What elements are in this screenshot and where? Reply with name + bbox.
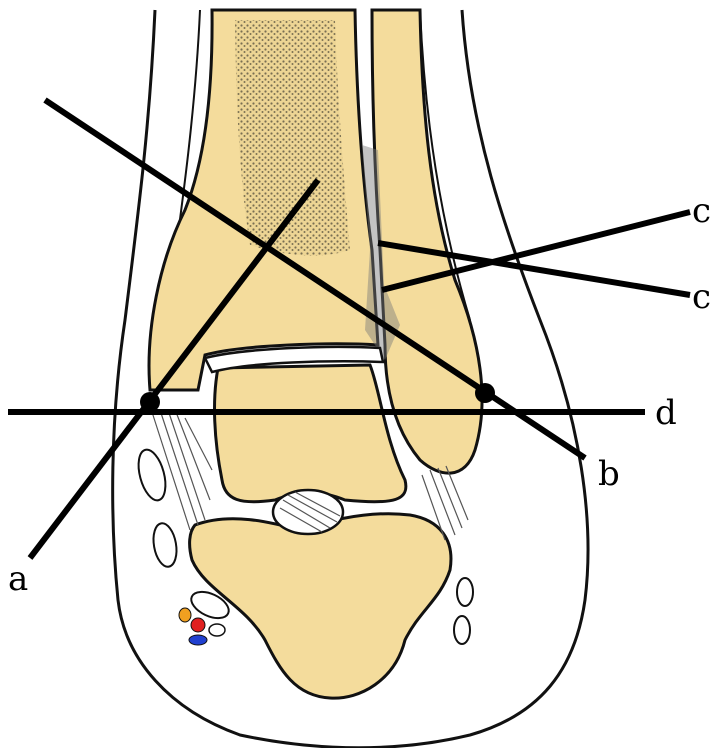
label-c-upper: c [692,191,711,231]
label-a: a [8,559,28,599]
lateral-tendons [454,578,473,644]
label-d: d [655,393,677,433]
label-c-lower: c [692,277,711,317]
label-b: b [598,454,620,494]
lateral-malleolus-point [475,383,495,403]
medial-malleolus-point [140,392,160,412]
calcaneus-bone [190,514,451,698]
fibula-bone [372,10,482,473]
talus-bone [215,365,406,502]
tibia-medullary-zone [235,20,350,255]
